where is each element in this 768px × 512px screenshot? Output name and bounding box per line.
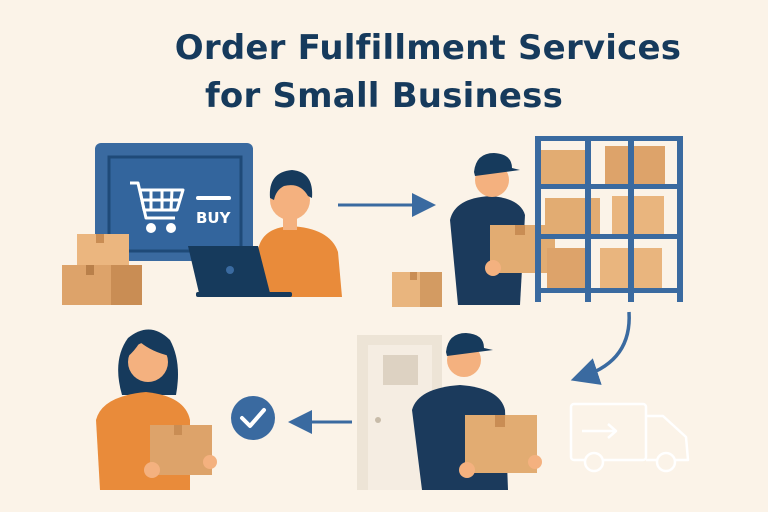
title-line-2: for Small Business	[204, 76, 564, 116]
check-circle-icon	[231, 396, 275, 440]
truck-icon	[569, 402, 690, 473]
title-line-1: Order Fulfillment Services	[174, 28, 682, 68]
warehouse-worker	[450, 153, 555, 305]
laptop-icon	[188, 246, 292, 297]
shelf-icon	[535, 136, 683, 302]
customer-person	[96, 329, 217, 490]
buy-label: BUY	[196, 209, 232, 227]
box-icon	[392, 272, 442, 307]
shopping-cart-icon	[130, 181, 185, 233]
arrow-curved-down	[570, 311, 631, 385]
delivery-worker	[412, 333, 542, 490]
monitor: BUY	[95, 143, 253, 261]
shopper-person	[258, 170, 342, 297]
stacked-boxes	[62, 234, 142, 305]
